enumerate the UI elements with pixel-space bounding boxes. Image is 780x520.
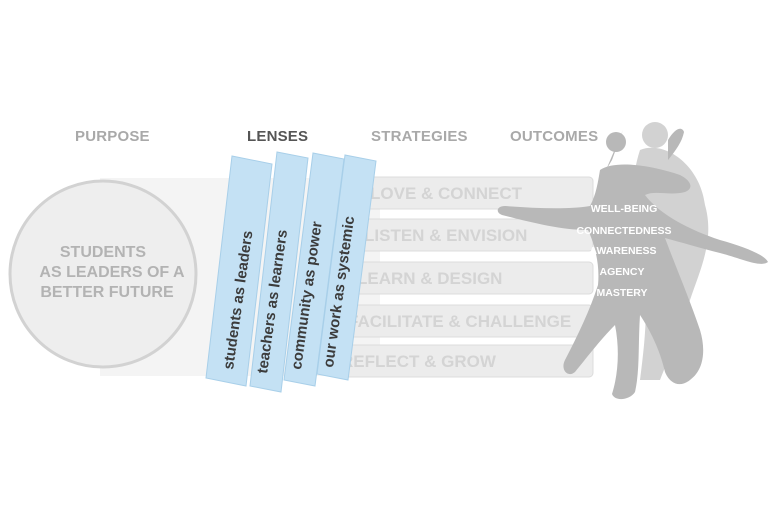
purpose-line-2: AS LEADERS OF A xyxy=(39,264,185,281)
purpose-line-1: STUDENTS xyxy=(60,244,147,261)
header-strategies: STRATEGIES xyxy=(371,128,468,145)
header-lenses: LENSES xyxy=(247,128,309,145)
lens-band-2 xyxy=(249,151,309,393)
purpose-line-3: BETTER FUTURE xyxy=(40,284,174,301)
lens-band-1 xyxy=(205,155,273,387)
header-outcomes: OUTCOMES xyxy=(510,128,599,145)
lens-band-4 xyxy=(316,154,377,381)
strategy-bars xyxy=(331,176,594,378)
purpose-circle xyxy=(8,179,198,369)
strategy-label-2: LISTEN & ENVISION xyxy=(364,226,527,245)
lens-bands xyxy=(205,151,377,393)
header-purpose: PURPOSE xyxy=(75,128,150,145)
outcome-label-5: MASTERY xyxy=(597,287,648,299)
strategy-label-3: LEARN & DESIGN xyxy=(357,269,502,288)
outcome-label-4: AGENCY xyxy=(600,266,645,278)
figure-front xyxy=(497,128,768,400)
strategy-label-1: LOVE & CONNECT xyxy=(370,184,523,203)
outcome-figures xyxy=(497,122,768,400)
strategy-label-5: REFLECT & GROW xyxy=(341,352,497,371)
strategy-label-4: FACILITATE & CHALLENGE xyxy=(348,312,571,331)
outcome-label-3: AWARENESS xyxy=(589,245,656,257)
outcome-label-1: WELL-BEING xyxy=(591,203,658,215)
lens-band-3 xyxy=(283,152,345,387)
outcome-label-2: CONNECTEDNESS xyxy=(576,225,671,237)
